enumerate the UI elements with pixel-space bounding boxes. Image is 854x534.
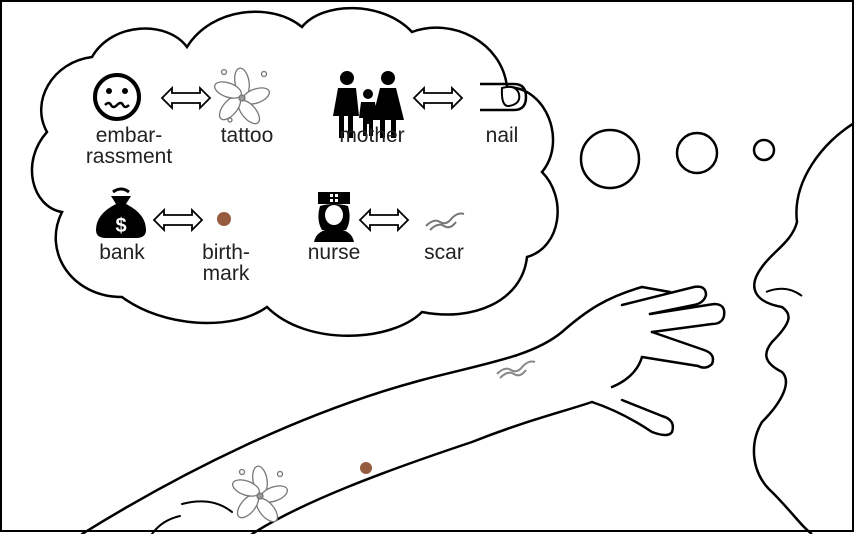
label-mother: mother [339, 124, 405, 147]
thought-cloud [30, 6, 559, 337]
arm-tattoo-flower-icon [231, 465, 289, 523]
label-tattoo: tattoo [220, 124, 274, 147]
embarrassed-face-icon [93, 73, 141, 121]
fingernail-icon [480, 82, 528, 112]
lips [765, 287, 803, 297]
label-bank: bank [99, 241, 145, 264]
nurse-icon [314, 192, 354, 242]
double-arrow-icon [152, 85, 464, 233]
arm-scar-icon [496, 360, 536, 379]
arm-birthmark-icon [360, 462, 372, 474]
tattoo-flower-icon [213, 67, 271, 125]
label-nail: nail [485, 124, 519, 147]
money-bag-icon: $ [96, 187, 146, 238]
thought-bubble-large [579, 128, 641, 190]
birthmark-icon [217, 212, 231, 226]
thought-bubble-medium [675, 131, 719, 175]
label-scar: scar [424, 241, 464, 264]
thought-bubble-small [752, 138, 776, 162]
face-profile [752, 121, 854, 534]
scar-icon [425, 212, 465, 231]
svg-text:$: $ [115, 215, 126, 237]
family-icon [333, 71, 404, 138]
arm-drawing [80, 285, 726, 534]
label-embarrassment: embar- rassment [85, 124, 173, 168]
label-birthmark: birth- mark [202, 241, 250, 285]
label-nurse: nurse [307, 241, 361, 264]
